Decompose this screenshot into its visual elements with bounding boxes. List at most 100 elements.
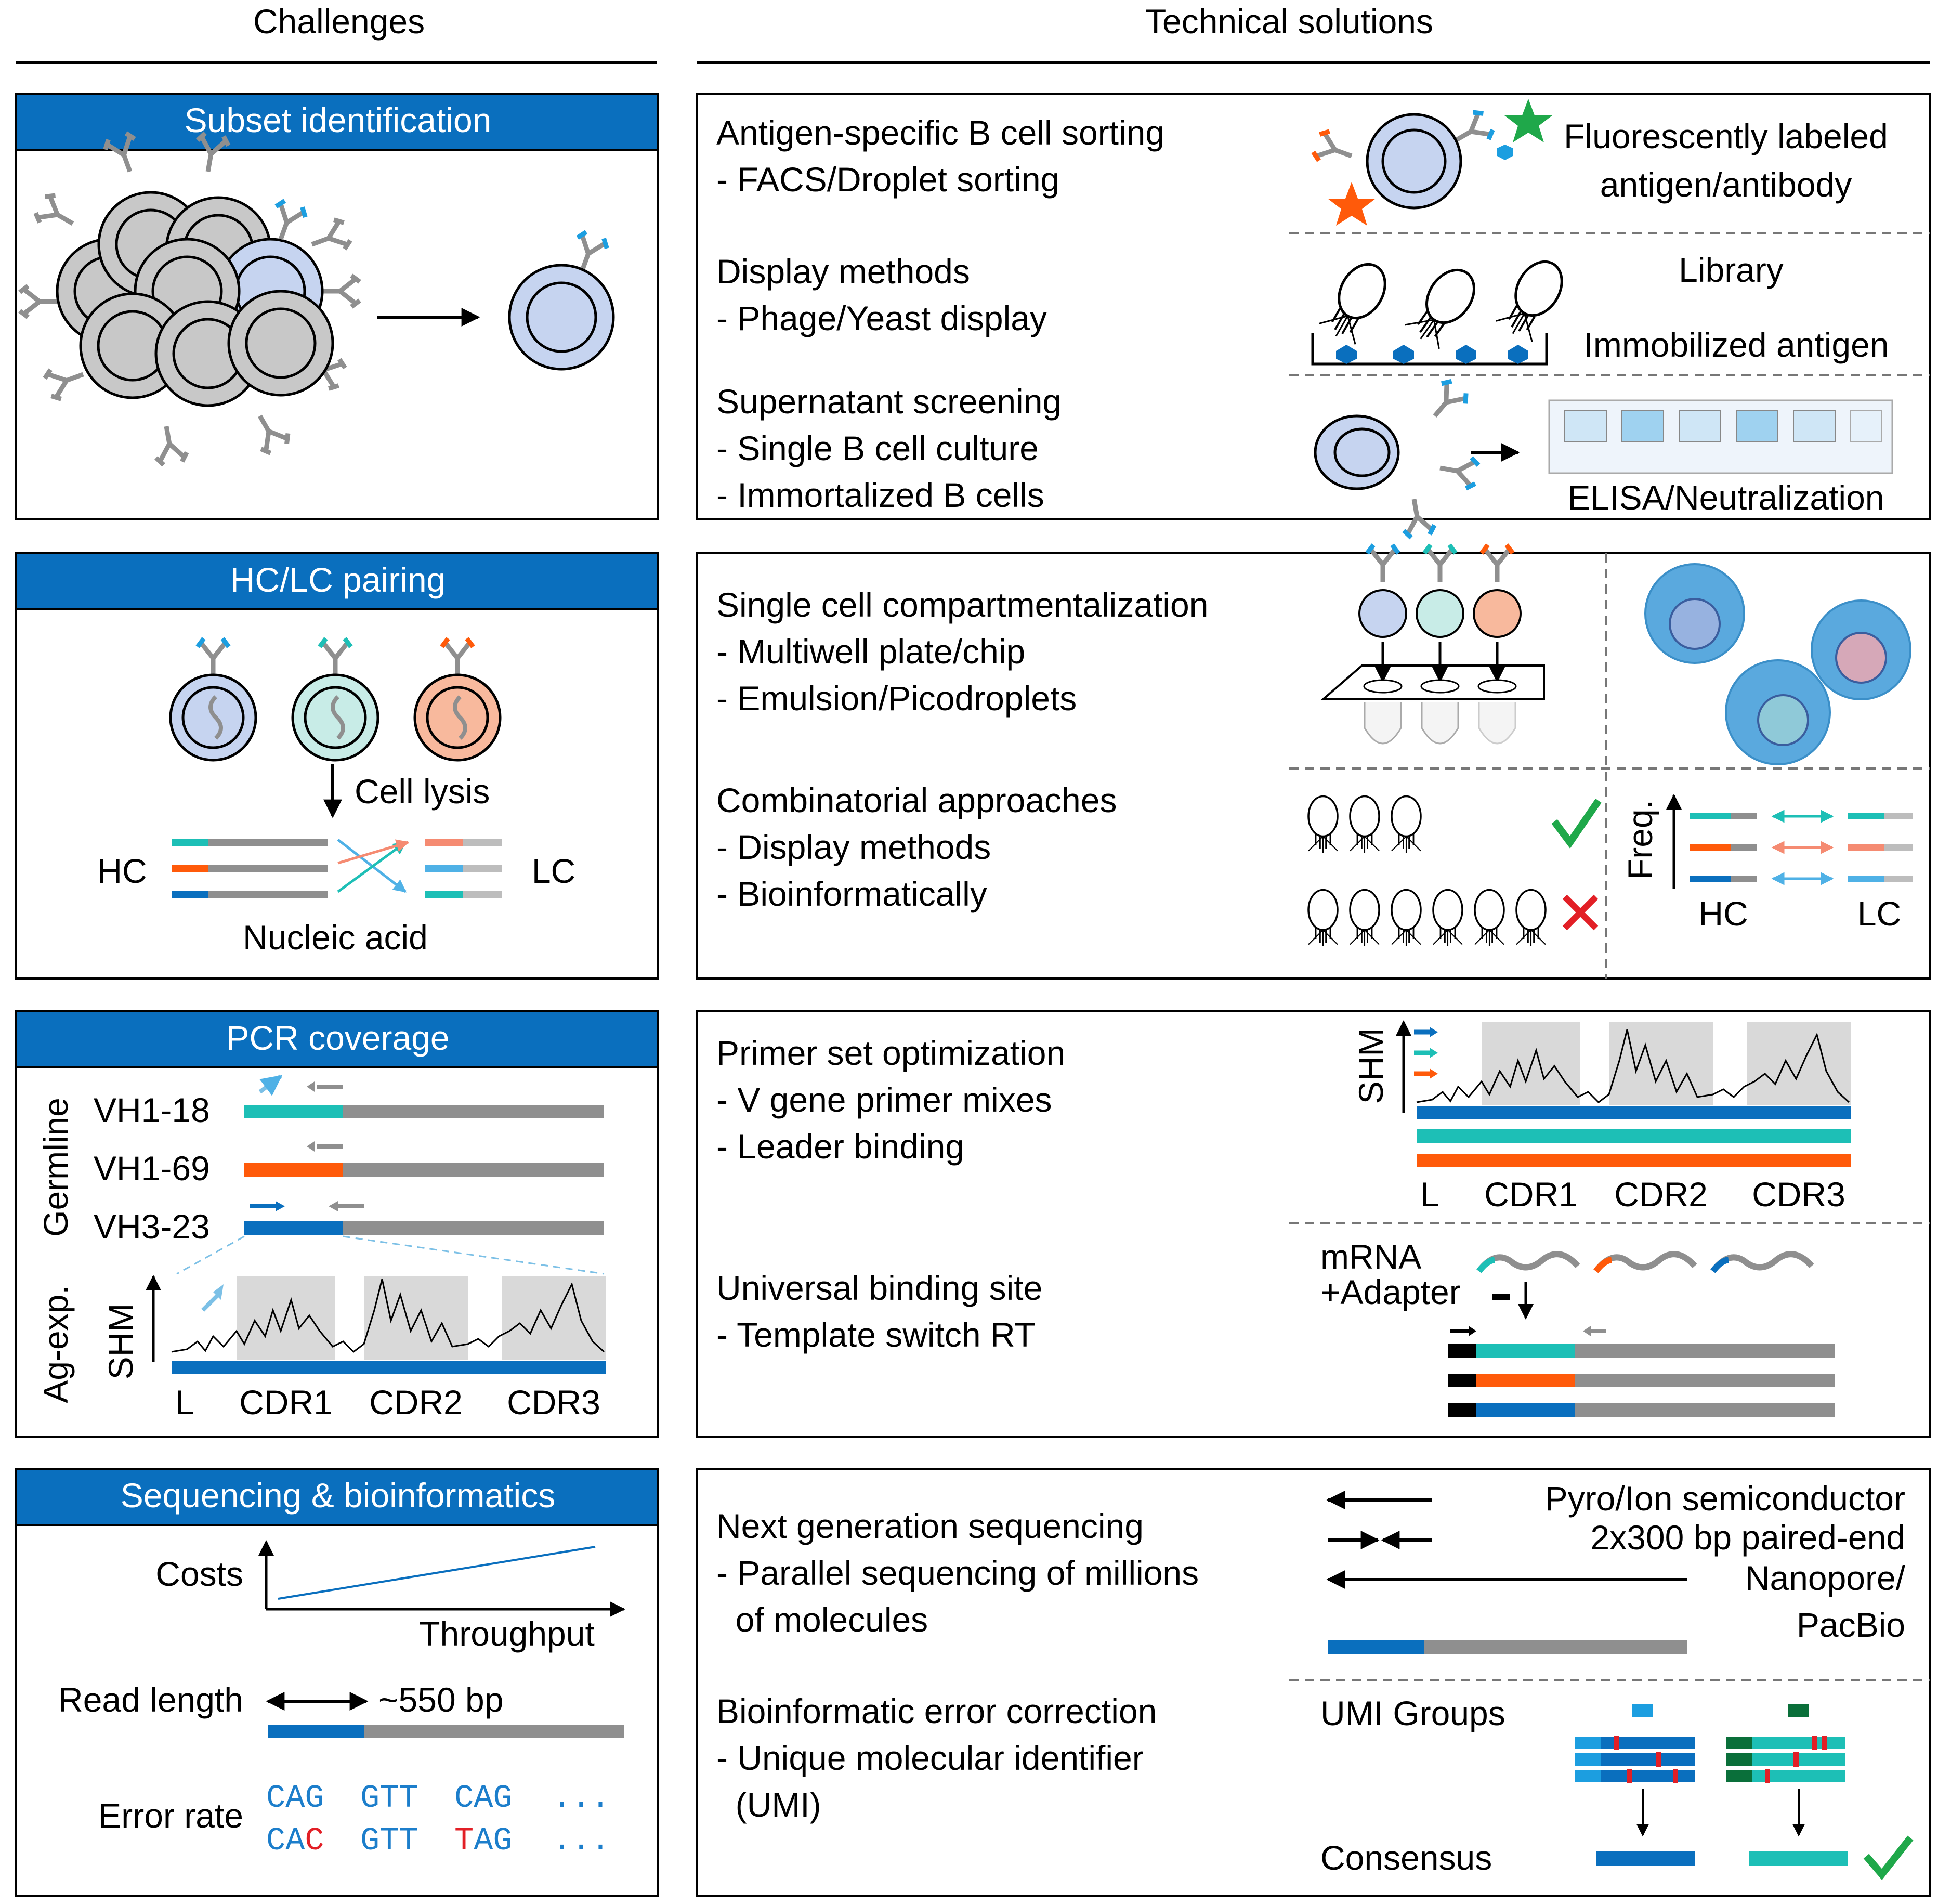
picodroplet-figure <box>1644 563 1911 765</box>
mrna-label: mRNA <box>1320 1237 1421 1276</box>
orange-star-icon <box>1328 182 1376 226</box>
shm-plot-right <box>1396 1020 1851 1167</box>
selected-b-cell <box>508 230 615 371</box>
solution-line: - Phage/Yeast display <box>716 299 1047 337</box>
three-b-cells <box>169 638 502 762</box>
green-star-icon <box>1504 99 1552 142</box>
solution-heading: Supernatant screening <box>716 382 1062 421</box>
nucleic-acid-strands <box>172 839 502 898</box>
region-label: CDR1 <box>239 1383 333 1422</box>
solution-line: - Single B cell culture <box>716 429 1039 467</box>
solution-heading: Combinatorial approaches <box>716 781 1117 819</box>
read-arrows <box>1326 1491 1687 1654</box>
solutions-sequencing: Next generation sequencing - Parallel se… <box>696 1468 1931 1897</box>
check-icon <box>1551 799 1602 849</box>
region-label: CDR3 <box>1752 1175 1845 1214</box>
gray-cell-cluster <box>20 131 360 466</box>
cost-throughput-plot <box>258 1540 625 1617</box>
solution-line: - Multiwell plate/chip <box>716 632 1025 671</box>
sequence-codon-error: CAC <box>266 1822 324 1859</box>
solution-heading: Next generation sequencing <box>716 1507 1144 1545</box>
figure-label: antigen/antibody <box>1600 165 1852 204</box>
header-solutions: Technical solutions <box>1145 2 1433 41</box>
shm-label: SHM <box>101 1303 140 1380</box>
gene-label: VH1-18 <box>94 1091 210 1129</box>
solution-heading: Display methods <box>716 252 970 291</box>
panel-pcr-coverage: PCR coverage Germline VH1-18 VH1-69 VH3-… <box>15 1010 659 1438</box>
sequence-ellipsis: ... <box>552 1780 610 1817</box>
solution-heading: Universal binding site <box>716 1269 1042 1307</box>
frequency-pairing-figure <box>1666 794 1913 889</box>
sequence-codon: CAG <box>266 1780 324 1817</box>
header-challenges: Challenges <box>253 2 425 41</box>
throughput-label: Throughput <box>419 1614 595 1653</box>
check-icon <box>1863 1835 1914 1881</box>
figure-label: ELISA/Neutralization <box>1568 478 1884 517</box>
read-length-label: Read length <box>58 1680 243 1719</box>
figure-label: Immobilized antigen <box>1584 325 1889 364</box>
solution-heading: Antigen-specific B cell sorting <box>716 113 1164 152</box>
region-label: CDR3 <box>507 1383 600 1422</box>
shm-plot-left <box>146 1275 606 1374</box>
nucleic-acid-label: Nucleic acid <box>243 918 428 957</box>
region-label: CDR2 <box>369 1383 463 1422</box>
panel-hclc-pairing: HC/LC pairing Cell lysis <box>15 552 659 980</box>
germline-label: Germline <box>36 1098 75 1237</box>
consensus-label: Consensus <box>1320 1838 1492 1877</box>
figure-label: Fluorescently labeled <box>1564 117 1888 155</box>
solution-line: (UMI) <box>716 1785 821 1824</box>
sequence-codon-error: TAG <box>454 1822 513 1859</box>
lc-label: LC <box>532 852 575 890</box>
solutions-hclc-pairing: Single cell compartmentalization - Multi… <box>696 545 1931 980</box>
solution-heading: Bioinformatic error correction <box>716 1692 1157 1730</box>
solution-line: of molecules <box>716 1600 928 1639</box>
solution-heading: Primer set optimization <box>716 1034 1065 1072</box>
cross-icon <box>1562 894 1599 931</box>
costs-label: Costs <box>155 1555 243 1593</box>
region-label: CDR1 <box>1484 1175 1578 1214</box>
hc-label: HC <box>97 852 147 890</box>
panel-subset-identification: Subset identification <box>15 93 659 520</box>
figure-label: 2x300 bp paired-end <box>1591 1518 1905 1557</box>
figure-label: Pyro/Ion semiconductor <box>1545 1479 1905 1518</box>
solution-line: - Bioinformatically <box>716 875 987 913</box>
phage-display-figure <box>1311 253 1571 366</box>
sequence-codon: CAG <box>454 1780 513 1817</box>
sequence-codon: GTT <box>360 1822 418 1859</box>
combinatorial-phage-figure <box>1307 795 1602 947</box>
supernatant-figure <box>1314 377 1893 539</box>
region-label: L <box>175 1383 194 1422</box>
labeled-antigen-figure <box>1311 99 1552 226</box>
bp-label: ~550 bp <box>378 1680 503 1719</box>
solution-line: - Template switch RT <box>716 1315 1036 1354</box>
solution-line: - FACS/Droplet sorting <box>716 160 1059 199</box>
umi-figure <box>1575 1704 1914 1881</box>
solution-line: - V gene primer mixes <box>716 1080 1052 1119</box>
panel-title: PCR coverage <box>226 1019 449 1057</box>
solution-line: - Display methods <box>716 828 991 866</box>
panel-title: Subset identification <box>185 101 492 139</box>
solution-line: - Immortalized B cells <box>716 476 1044 514</box>
template-switch-figure <box>1448 1251 1835 1417</box>
region-label: L <box>1420 1175 1439 1214</box>
hc-label: HC <box>1698 894 1748 933</box>
germline-strands <box>176 1074 605 1275</box>
adapter-label: +Adapter <box>1320 1273 1461 1311</box>
solutions-pcr-coverage: Primer set optimization - V gene primer … <box>696 1010 1931 1438</box>
sequence-codon: GTT <box>360 1780 418 1817</box>
freq-label: Freq. <box>1621 800 1659 880</box>
solution-line: - Unique molecular identifier <box>716 1739 1144 1777</box>
solution-line: - Parallel sequencing of millions <box>716 1554 1199 1592</box>
gene-label: VH3-23 <box>94 1207 210 1246</box>
figure-label: Nanopore/ <box>1745 1559 1906 1597</box>
lc-label: LC <box>1857 894 1901 933</box>
panel-sequencing: Sequencing & bioinformatics Costs Throug… <box>15 1468 659 1897</box>
error-rate-label: Error rate <box>98 1796 243 1835</box>
multiwell-figure <box>1320 545 1545 745</box>
umi-groups-label: UMI Groups <box>1320 1694 1505 1732</box>
region-label: CDR2 <box>1614 1175 1708 1214</box>
sequence-ellipsis: ... <box>552 1822 610 1859</box>
shm-label: SHM <box>1352 1028 1390 1104</box>
solutions-subset-identification: Antigen-specific B cell sorting - FACS/D… <box>696 93 1931 539</box>
